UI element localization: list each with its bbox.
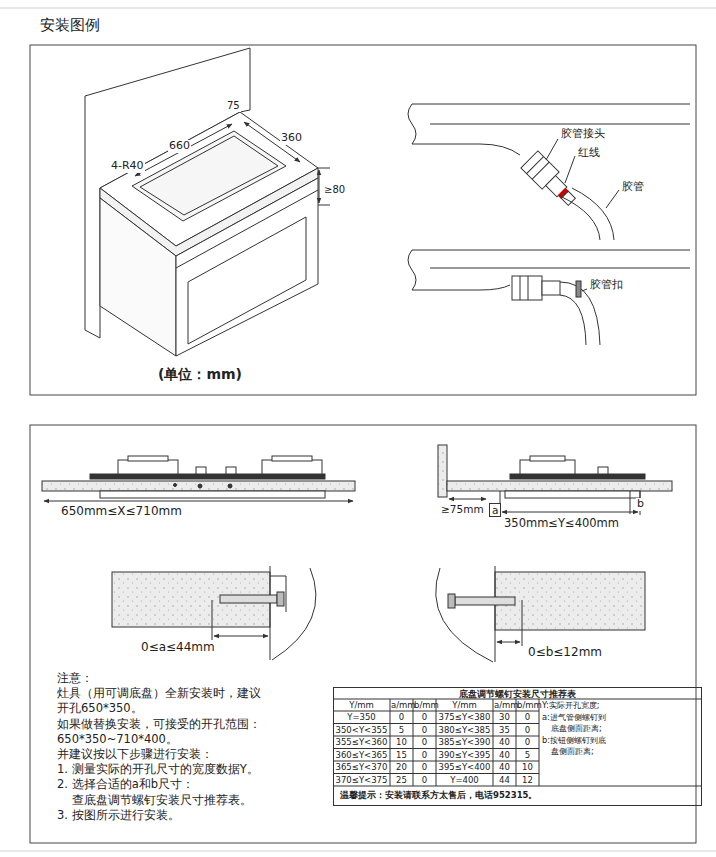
table-cell: Y=350 xyxy=(334,711,389,723)
table-cell: 10 xyxy=(517,761,538,773)
dimension-label: 0≤a≤44mm xyxy=(140,641,216,655)
table-cell: 0 xyxy=(517,724,538,736)
table-cell: 395≤Y<400 xyxy=(437,761,492,773)
table-side-note: 底盘侧面距离; xyxy=(551,724,602,734)
note-line: 查底盘调节螺钉安装尺寸推荐表。 xyxy=(72,794,252,807)
part-label: 660 xyxy=(168,140,191,153)
table-cell: 370≤Y<375 xyxy=(334,774,389,786)
part-label: 胶管 xyxy=(621,181,645,194)
dimension-label: b xyxy=(636,498,645,511)
table-side-note: Y:实际开孔宽度; xyxy=(542,701,600,711)
dimension-label: ≥75mm xyxy=(440,503,485,515)
unit-note: (单位：mm) xyxy=(157,366,243,382)
table-footer: 温馨提示：安装请联系方太售后，电话952315。 xyxy=(340,789,538,801)
table-cell: 12 xyxy=(517,774,538,786)
page-title: 安装图例 xyxy=(40,17,100,34)
table-cell: b/mm xyxy=(517,699,538,711)
part-label: ≥80 xyxy=(323,184,346,196)
table-cell: 5 xyxy=(517,749,538,761)
table-cell: 40 xyxy=(494,761,515,773)
table-side-note: a:进气管侧螺钉到 xyxy=(542,713,606,723)
dimension-label: 0≤b≤12mm xyxy=(527,646,603,660)
part-label: 4-R40 xyxy=(110,160,145,173)
table-cell: 0 xyxy=(517,736,538,748)
table-cell: 40 xyxy=(494,749,515,761)
table-cell: 0 xyxy=(391,711,412,723)
table-title: 底盘调节螺钉安装尺寸推荐表 xyxy=(334,688,701,700)
table-cell: a/mm xyxy=(494,699,515,711)
table-cell: 0 xyxy=(414,774,435,786)
part-label: 红线 xyxy=(577,147,601,160)
table-cell: 0 xyxy=(414,724,435,736)
table-cell: 0 xyxy=(414,711,435,723)
note-line: 3. 按图所示进行安装。 xyxy=(57,809,180,822)
table-cell: 355≤Y<360 xyxy=(334,736,389,748)
note-line: 灶具（用可调底盘）全新安装时，建议 xyxy=(57,687,261,700)
note-line: 650*350~710*400。 xyxy=(57,733,178,746)
table-cell: 0 xyxy=(517,711,538,723)
table-side-note: 盘侧面距离; xyxy=(551,747,594,757)
table-cell: 375≤Y<380 xyxy=(437,711,492,723)
note-line: 开孔650*350。 xyxy=(57,702,143,715)
table-cell: Y/mm xyxy=(334,699,389,711)
table-cell: Y=400 xyxy=(437,774,492,786)
table-cell: 25 xyxy=(391,774,412,786)
table-cell: 30 xyxy=(494,711,515,723)
table-cell: 0 xyxy=(414,736,435,748)
dimension-label: 350mm≤Y≤400mm xyxy=(503,517,620,530)
table-cell: 390≤Y<395 xyxy=(437,749,492,761)
table-cell: 380≤Y<385 xyxy=(437,724,492,736)
note-line: 并建议按以下步骤进行安装： xyxy=(57,748,213,761)
table-cell: 15 xyxy=(391,749,412,761)
table-cell: 5 xyxy=(391,724,412,736)
note-line: 2. 选择合适的a和b尺寸： xyxy=(57,778,194,791)
table-cell: 20 xyxy=(391,761,412,773)
dimension-label: a xyxy=(489,503,501,517)
part-label: 360 xyxy=(280,132,303,145)
table-cell: 0 xyxy=(414,761,435,773)
table-cell: 365≤Y<370 xyxy=(334,761,389,773)
table-cell: 44 xyxy=(494,774,515,786)
part-label: 胶管接头 xyxy=(560,128,606,141)
table-cell: 360≤Y<365 xyxy=(334,749,389,761)
table-cell: Y/mm xyxy=(437,699,492,711)
part-label: 胶管扣 xyxy=(589,279,624,292)
table-cell: 35 xyxy=(494,724,515,736)
table-cell: 10 xyxy=(391,736,412,748)
note-line: 1. 测量实际的开孔尺寸的宽度数据Y。 xyxy=(57,763,259,776)
table-cell: a/mm xyxy=(391,699,412,711)
part-label: 75 xyxy=(226,100,241,112)
note-line: 注意： xyxy=(57,672,93,685)
table-cell: 0 xyxy=(414,749,435,761)
table-side-note: b:按钮侧螺钉到底 xyxy=(542,736,606,746)
table-cell: 350<Y<355 xyxy=(334,724,389,736)
table-cell: 385≤Y<390 xyxy=(437,736,492,748)
table-cell: 40 xyxy=(494,736,515,748)
dimension-label: 650mm≤X≤710mm xyxy=(60,505,183,519)
note-line: 如果做替换安装，可接受的开孔范围： xyxy=(57,718,261,731)
table-cell: b/mm xyxy=(414,699,435,711)
